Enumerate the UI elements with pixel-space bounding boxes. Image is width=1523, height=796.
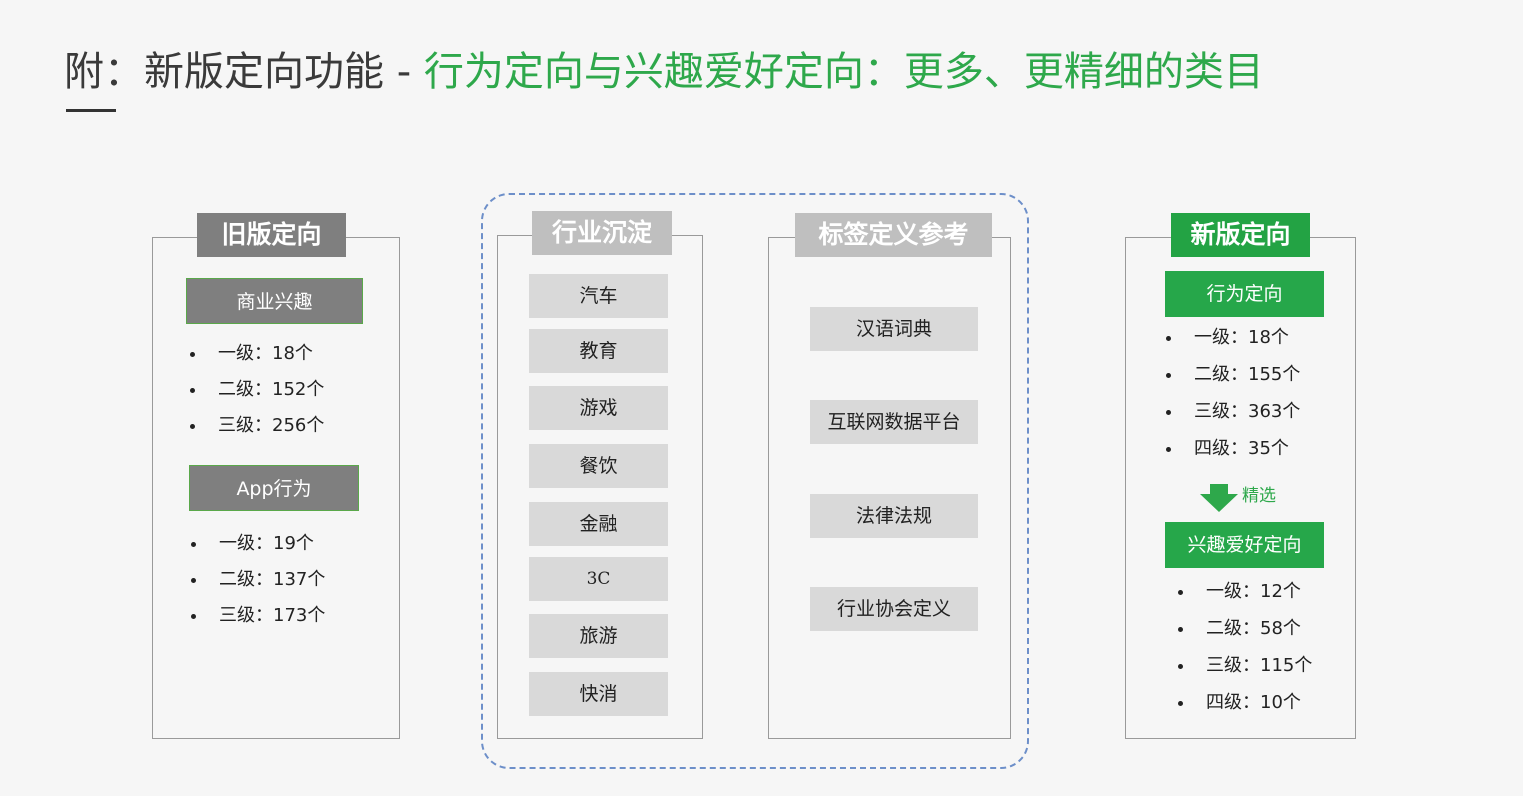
list-item: 一级：19个 [189, 526, 325, 562]
industry-item: 教育 [529, 329, 668, 373]
behavior-targeting-box: 行为定向 [1165, 271, 1324, 317]
title-accent: 行为定向与兴趣爱好定向：更多、更精细的类目 [423, 49, 1264, 95]
title-underline [66, 109, 116, 112]
industry-item: 快消 [529, 672, 668, 716]
list-item: 三级：256个 [188, 408, 324, 444]
list-item: 一级：12个 [1176, 574, 1312, 611]
behavior-targeting-list: 一级：18个 二级：155个 三级：363个 四级：35个 [1164, 320, 1300, 468]
list-item: 二级：152个 [188, 372, 324, 408]
list-item: 二级：58个 [1176, 611, 1312, 648]
app-behavior-list: 一级：19个 二级：137个 三级：173个 [189, 526, 325, 634]
interest-targeting-box: 兴趣爱好定向 [1165, 522, 1324, 568]
list-item: 三级：363个 [1164, 394, 1300, 431]
list-item: 三级：115个 [1176, 648, 1312, 685]
business-interest-list: 一级：18个 二级：152个 三级：256个 [188, 336, 324, 444]
industry-item: 汽车 [529, 274, 668, 318]
industry-header: 行业沉淀 [532, 211, 672, 255]
dashed-group [481, 193, 1029, 769]
industry-item: 3C [529, 557, 668, 601]
app-behavior-box: App行为 [189, 465, 359, 511]
reference-item: 行业协会定义 [810, 587, 978, 631]
industry-item: 游戏 [529, 386, 668, 430]
reference-item: 互联网数据平台 [810, 400, 978, 444]
list-item: 四级：35个 [1164, 431, 1300, 468]
arrow-label: 精选 [1242, 486, 1276, 506]
list-item: 一级：18个 [188, 336, 324, 372]
industry-item: 金融 [529, 502, 668, 546]
list-item: 二级：155个 [1164, 357, 1300, 394]
reference-item: 法律法规 [810, 494, 978, 538]
reference-item: 汉语词典 [810, 307, 978, 351]
interest-targeting-list: 一级：12个 二级：58个 三级：115个 四级：10个 [1176, 574, 1312, 722]
list-item: 一级：18个 [1164, 320, 1300, 357]
list-item: 三级：173个 [189, 598, 325, 634]
industry-item: 餐饮 [529, 444, 668, 488]
reference-header: 标签定义参考 [795, 213, 992, 257]
new-targeting-header: 新版定向 [1171, 213, 1310, 257]
page-title: 附：新版定向功能 - 行为定向与兴趣爱好定向：更多、更精细的类目 [64, 44, 1264, 100]
industry-item: 旅游 [529, 614, 668, 658]
list-item: 二级：137个 [189, 562, 325, 598]
down-arrow-icon [1200, 484, 1238, 512]
business-interest-box: 商业兴趣 [186, 278, 363, 324]
title-prefix: 附：新版定向功能 - [64, 49, 424, 95]
list-item: 四级：10个 [1176, 685, 1312, 722]
old-targeting-header: 旧版定向 [197, 213, 346, 257]
